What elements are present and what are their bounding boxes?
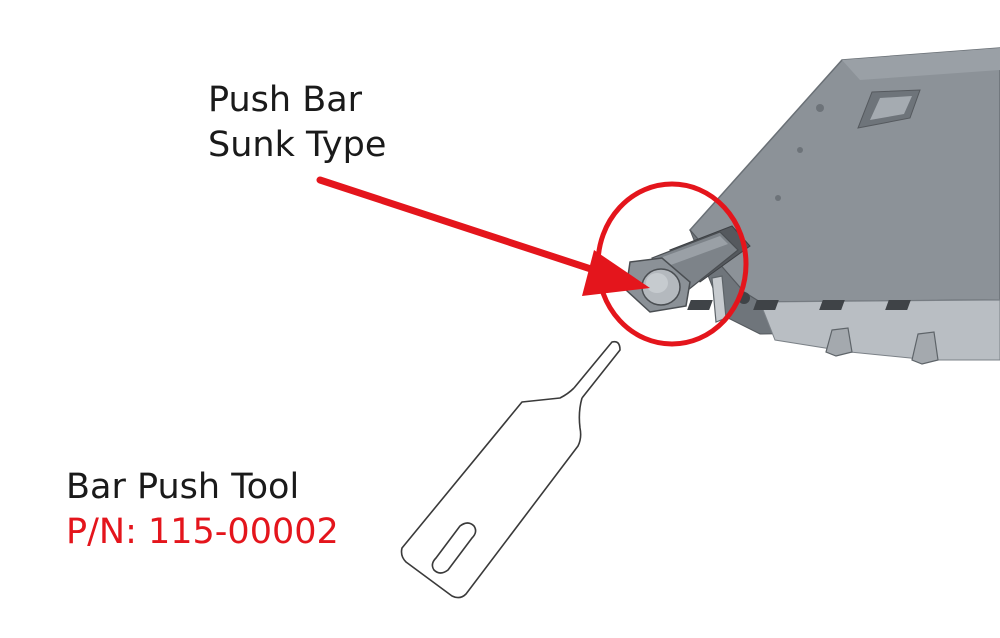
tool-callout: Bar Push Tool P/N: 115-00002 [66,465,339,555]
push-bar-label: Push Bar [208,80,363,120]
part-number-label: P/N: 115-00002 [66,512,339,552]
sunk-type-label: Sunk Type [208,125,387,165]
push-bar [625,225,751,313]
tool-name-label: Bar Push Tool [66,467,300,507]
bar-push-tool [400,340,621,599]
push-bar-callout: Push Bar Sunk Type [208,78,386,168]
card-connector-housing [687,47,1000,365]
callout-arrow [316,176,650,296]
